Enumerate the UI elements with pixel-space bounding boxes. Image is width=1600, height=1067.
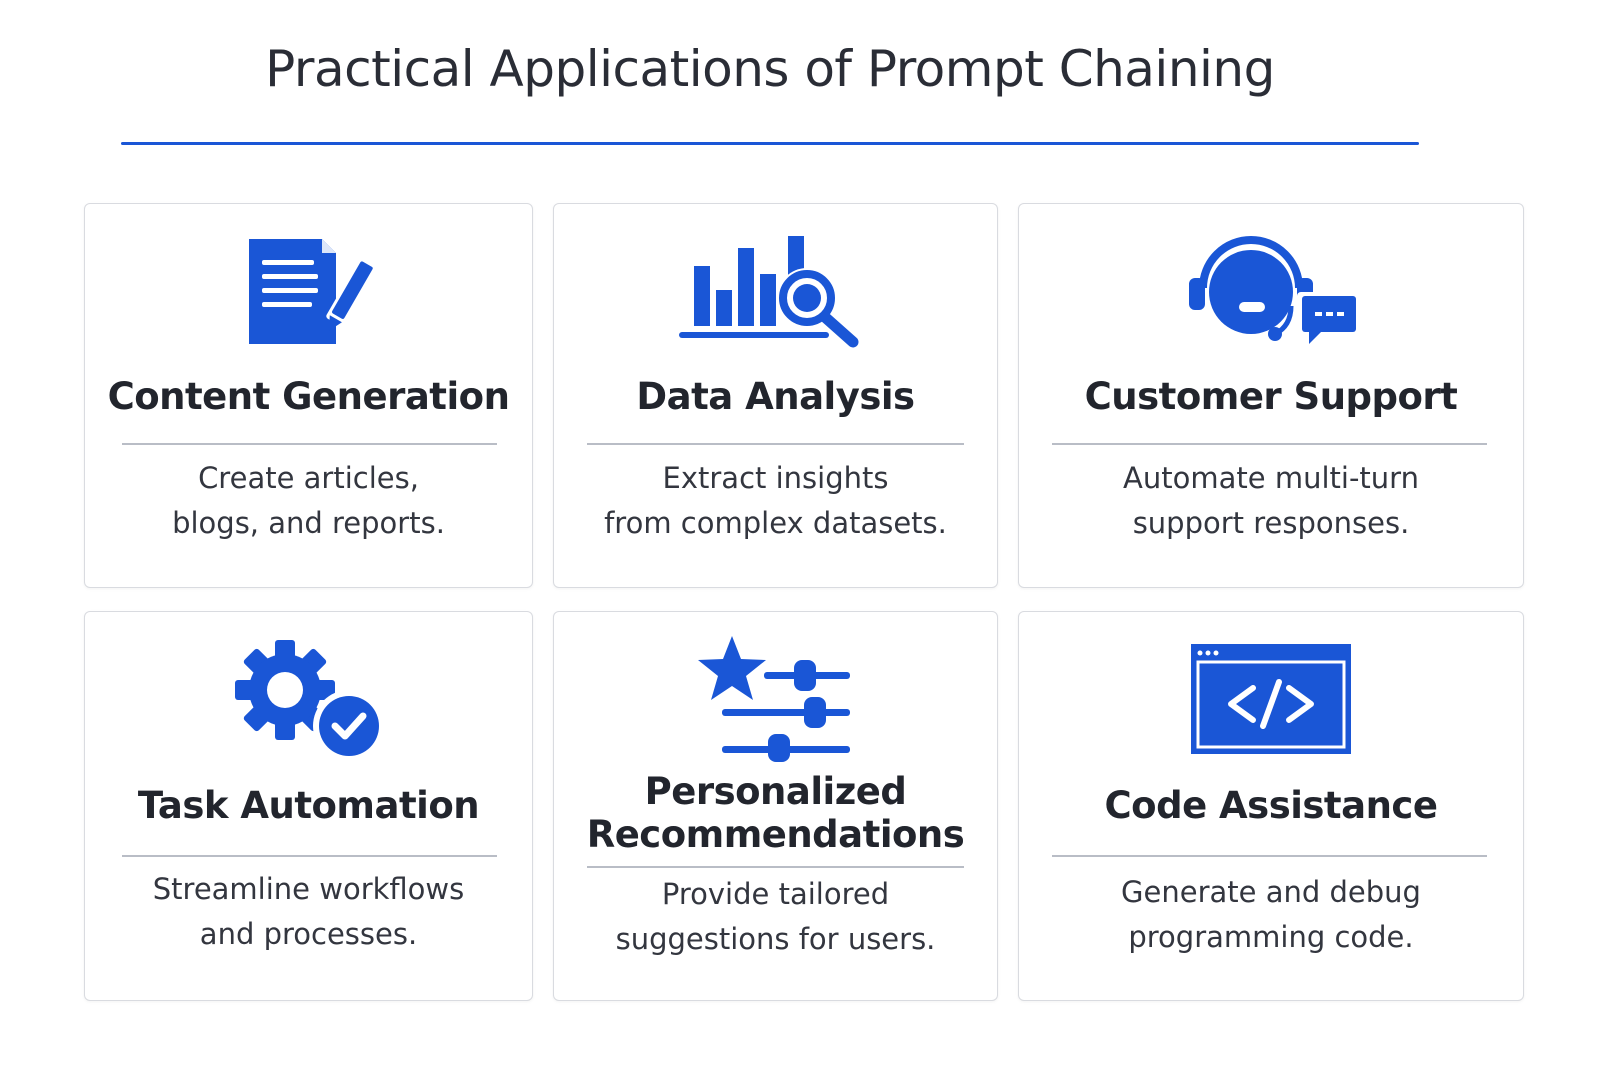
star-sliders-icon [696, 632, 856, 762]
card-divider [122, 855, 497, 857]
card-description: Create articles, blogs, and reports. [172, 461, 445, 540]
card-divider [1052, 855, 1487, 857]
card-divider [587, 866, 964, 868]
headset-chat-icon [1181, 226, 1361, 351]
title-divider [121, 142, 1419, 145]
gear-check-icon [229, 640, 389, 765]
page-title: Practical Applications of Prompt Chainin… [265, 40, 1275, 98]
bar-chart-magnifier-icon [676, 234, 876, 354]
card-divider [122, 443, 497, 445]
document-pen-icon [244, 234, 376, 349]
card-description: Streamline workflows and processes. [152, 872, 465, 951]
card-title: Content Generation [107, 375, 510, 418]
card-description: Generate and debug programming code. [1121, 875, 1421, 954]
card-title: Task Automation [137, 784, 480, 827]
card-personalized-recommendations: Personalized Recommendations Provide tai… [553, 611, 998, 1001]
card-divider [1052, 443, 1487, 445]
card-title: Code Assistance [1104, 784, 1438, 827]
card-customer-support: Customer Support Automate multi-turn sup… [1018, 203, 1524, 588]
card-data-analysis: Data Analysis Extract insights from comp… [553, 203, 998, 588]
card-content-generation: Content Generation Create articles, blog… [84, 203, 533, 588]
card-code-assistance: Code Assistance Generate and debug progr… [1018, 611, 1524, 1001]
card-description: Automate multi-turn support responses. [1123, 461, 1419, 540]
card-task-automation: Task Automation Streamline workflows and… [84, 611, 533, 1001]
card-description: Provide tailored suggestions for users. [615, 877, 936, 956]
card-title: Data Analysis [636, 375, 915, 418]
card-divider [587, 443, 964, 445]
card-description: Extract insights from complex datasets. [604, 461, 947, 540]
card-title: Personalized Recommendations [586, 770, 965, 856]
card-title: Customer Support [1084, 375, 1458, 418]
code-window-icon [1191, 644, 1351, 756]
